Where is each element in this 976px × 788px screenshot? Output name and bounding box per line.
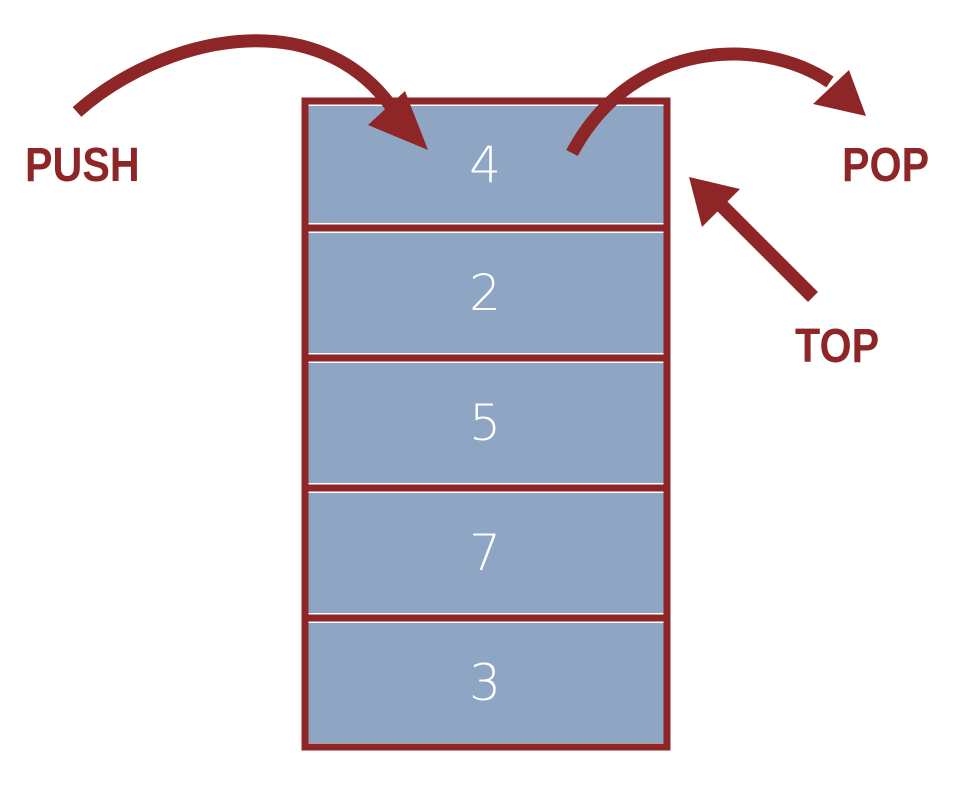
stack-cell: 7 xyxy=(306,493,664,613)
stack-value: 5 xyxy=(469,394,501,452)
push-label: PUSH xyxy=(25,139,140,192)
stack-value: 4 xyxy=(469,135,501,194)
top-label: TOP xyxy=(795,320,880,373)
stack-value: 7 xyxy=(469,524,501,582)
stack-border xyxy=(301,97,671,751)
top-pointer-arrow-icon xyxy=(689,177,818,302)
stack-cell-top: 4 xyxy=(306,106,664,223)
stack-value: 3 xyxy=(469,654,501,712)
stack-cell-bottom: 3 xyxy=(306,623,664,743)
stack-value: 2 xyxy=(469,264,501,322)
pop-label: POP xyxy=(842,139,930,192)
pop-arrow-icon xyxy=(566,47,866,157)
stack-cell: 5 xyxy=(306,363,664,483)
push-arrow-icon xyxy=(72,34,428,150)
stack-cell: 2 xyxy=(306,233,664,353)
